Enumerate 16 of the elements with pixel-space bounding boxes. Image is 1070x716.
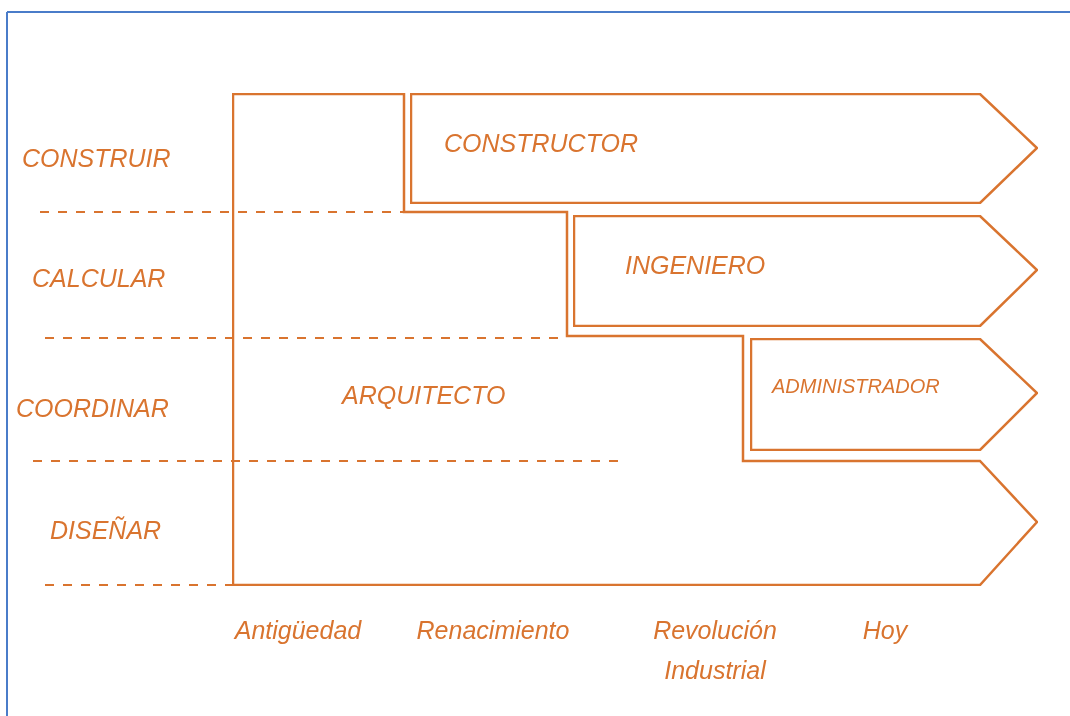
arrow-shape [573, 215, 1038, 327]
row-label: CALCULAR [32, 263, 167, 294]
role-label: ARQUITECTO [342, 383, 506, 408]
arrow-shape [410, 93, 1038, 204]
role-label: INGENIERO [625, 253, 766, 278]
arrow-shape [750, 338, 1038, 451]
era-label: Renacimiento [415, 615, 571, 646]
row-label: COORDINAR [16, 393, 170, 424]
arrow-shape [232, 93, 1038, 586]
role-label: ADMINISTRADOR [772, 376, 940, 396]
row-label: DISEÑAR [50, 515, 163, 546]
era-label: Hoy [861, 615, 910, 646]
row-label: CONSTRUIR [22, 143, 172, 174]
role-label: CONSTRUCTOR [444, 131, 638, 156]
era-label: Revolución Industrial [652, 615, 778, 686]
era-label: Antigüedad [232, 615, 363, 646]
